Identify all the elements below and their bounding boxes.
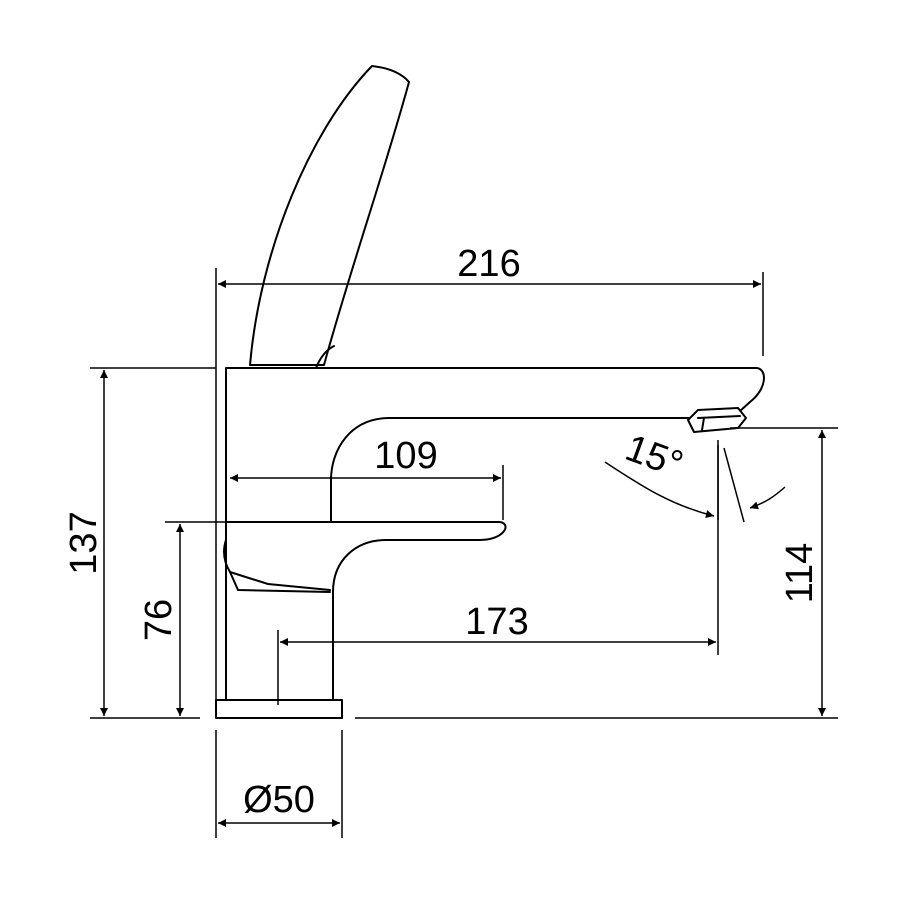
faucet-outline xyxy=(215,65,765,719)
label-114: 114 xyxy=(779,543,821,604)
label-76: 76 xyxy=(138,599,180,641)
handle-lever xyxy=(249,65,410,366)
lower-body xyxy=(225,521,507,703)
aerator-detail xyxy=(697,415,741,431)
base-plate xyxy=(215,699,343,719)
spout-body xyxy=(225,367,765,523)
handle-pivot xyxy=(315,345,335,369)
angle-line-inclined xyxy=(723,447,745,523)
label-216: 216 xyxy=(457,243,520,285)
label-50: Ø50 xyxy=(243,779,315,821)
angle-arc-right xyxy=(749,486,786,510)
label-137: 137 xyxy=(63,511,105,574)
angle-arc-left xyxy=(604,461,715,518)
label-173: 173 xyxy=(465,601,528,643)
handle-paddle-lower xyxy=(229,571,331,593)
label-109: 109 xyxy=(374,435,437,477)
dimension-lines xyxy=(100,280,826,827)
extension-lines xyxy=(90,268,838,838)
